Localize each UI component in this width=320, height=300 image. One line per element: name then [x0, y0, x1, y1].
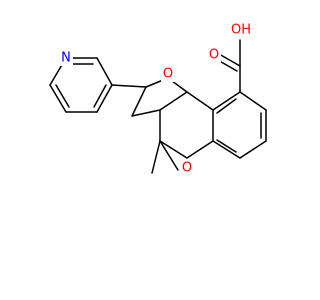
furan-oxygen-label-group: O [161, 66, 175, 82]
pyran-oxygen-label: O [182, 161, 192, 176]
bond-benzene-inner-2 [216, 139, 237, 153]
bond-methyl-1 [151, 140, 161, 174]
bond-furan-pyridine [111, 84, 147, 88]
bond-pyridine-4 [49, 84, 67, 113]
atom-labels: OH O O O N [59, 21, 254, 176]
bond-pyran-4 [159, 91, 188, 111]
structure-canvas: OH O O O N [49, 21, 267, 176]
bond-pyran-1 [186, 140, 214, 159]
molecule-structure: OH O O O N [49, 21, 267, 176]
bond-benzene-6 [212, 91, 241, 111]
pyridine-nitrogen-label-group: N [59, 50, 73, 66]
bond-pyridine-6 [96, 84, 113, 113]
bond-benzene-4 [212, 140, 241, 159]
carbonyl-label-group: O [207, 47, 221, 63]
bond-furan-3 [131, 86, 147, 117]
pyridine-nitrogen-label: N [61, 51, 71, 66]
carbonyl-oxygen-label: O [209, 48, 219, 63]
bond-methyl-2 [159, 140, 179, 171]
bond-benzene-3 [239, 140, 267, 159]
hydroxyl-label-group: OH [228, 21, 254, 39]
furan-oxygen-label: O [163, 67, 173, 82]
bond-pyridine-inner-3 [93, 84, 107, 108]
bond-benzene-1 [239, 91, 267, 111]
pyran-oxygen-label-group: O [180, 160, 194, 176]
bond-pyran-2 [159, 140, 188, 159]
bond-pyran-5 [186, 91, 214, 111]
bonds [49, 39, 267, 174]
bond-pyridine-1 [96, 57, 113, 86]
bond-c-o-double-a [218, 53, 241, 67]
hydroxyl-label: OH [231, 23, 251, 38]
bond-furan-4 [131, 109, 161, 117]
bond-benzene-inner-3 [216, 98, 237, 114]
bond-pyridine-inner-2 [55, 84, 70, 108]
